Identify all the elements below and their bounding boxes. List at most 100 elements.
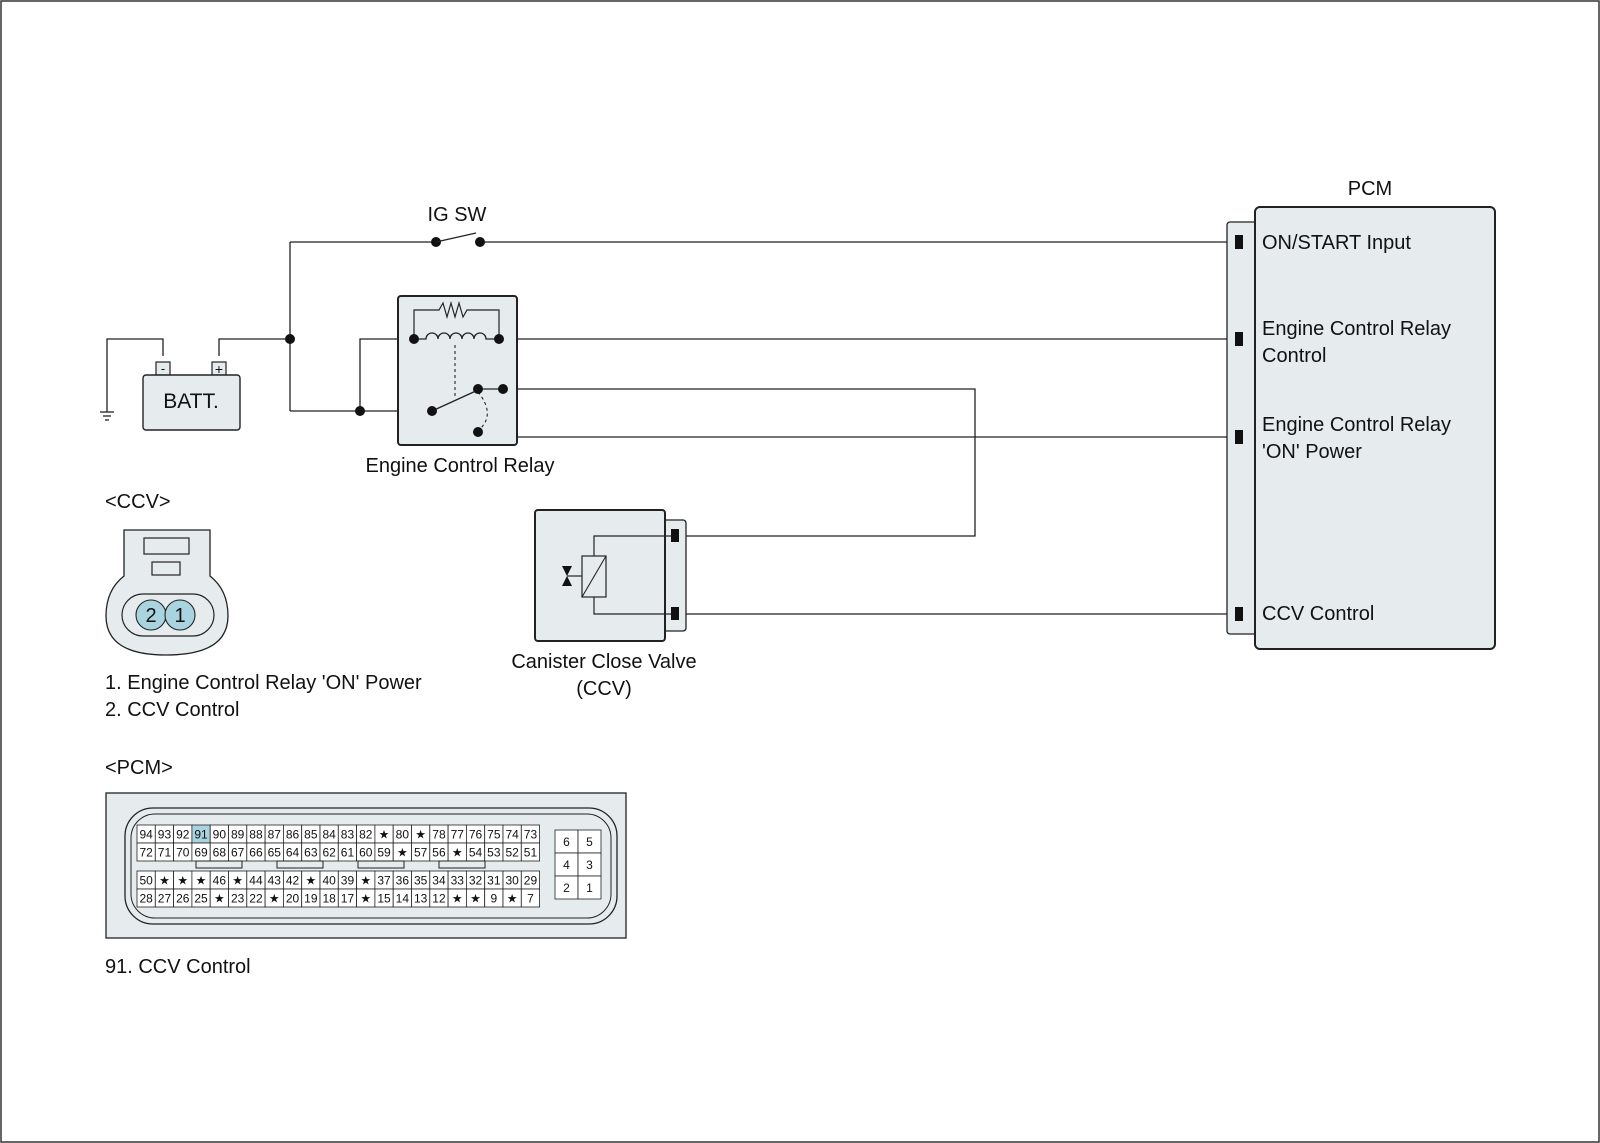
pcm-pin-label: 46	[213, 874, 227, 888]
pcm-pin-label: 18	[322, 892, 336, 906]
pcm-pin-label: 66	[249, 846, 263, 860]
valve-icon	[562, 566, 582, 586]
pcm-pin-label: 34	[432, 874, 446, 888]
ccv-connector-tab	[151, 561, 181, 576]
pcm-pin-label: 13	[414, 892, 428, 906]
pcm-pin-label: ★	[269, 892, 280, 906]
pcm-pin-label: ★	[214, 892, 225, 906]
battery-minus-label: -	[161, 361, 165, 376]
pcm-pin-label: 88	[249, 828, 263, 842]
pcm-label-ccv-control: CCV Control	[1262, 603, 1374, 625]
ccv-label-line2: (CCV)	[576, 678, 632, 700]
pcm-pin-label: 74	[505, 828, 519, 842]
pcm-pin-label: 91	[194, 828, 208, 842]
pcm-label-relay-on-power-2: 'ON' Power	[1262, 441, 1362, 463]
pcm-pin-label: 68	[213, 846, 227, 860]
pcm-pin-label: 7	[527, 892, 534, 906]
junction-dots	[285, 334, 365, 416]
pcm-pin-label: 90	[213, 828, 227, 842]
pcm-key-slot	[438, 860, 486, 869]
pcm-pin-label: ★	[507, 892, 518, 906]
pcm-small-pin-label: 3	[586, 858, 593, 872]
pcm-pin-label: 53	[487, 846, 501, 860]
battery-body	[142, 374, 241, 431]
pcm-pin-label: ★	[379, 828, 390, 842]
pcm-pin-label: 76	[469, 828, 483, 842]
pcm-pin-label: 14	[396, 892, 410, 906]
pcm-pin-label: 50	[139, 874, 153, 888]
pcm-pin-label: 82	[359, 828, 373, 842]
pcm-pin-label: 65	[268, 846, 282, 860]
pcm-pin-label: 44	[249, 874, 263, 888]
pcm-pin-label: ★	[397, 846, 408, 860]
pcm-pin-label: 51	[524, 846, 538, 860]
pcm-pin-label: 84	[322, 828, 336, 842]
pcm-pin-label: 12	[432, 892, 446, 906]
pcm-box	[1254, 206, 1496, 650]
pcm-pin-label: 32	[469, 874, 483, 888]
ccv-pin-1-label: 1	[174, 605, 185, 627]
pcm-key-slot	[195, 860, 243, 869]
pcm-pin-label: 86	[286, 828, 300, 842]
pcm-pin-label: 59	[377, 846, 391, 860]
pcm-pin-label: ★	[452, 892, 463, 906]
canister-close-valve: Canister Close Valve (CCV)	[511, 509, 697, 700]
pcm-pin-label: 61	[341, 846, 355, 860]
ccv-connector-latch	[143, 537, 190, 555]
pcm-pin-label: 35	[414, 874, 428, 888]
relay-output-ccv-wire	[503, 388, 976, 537]
battery-positive-wire	[218, 338, 290, 356]
ccv-terminal-2	[671, 607, 679, 620]
pcm-pin-label: 28	[139, 892, 153, 906]
battery-plus-label: +	[215, 361, 223, 377]
pcm-pin-label: 75	[487, 828, 501, 842]
pcm-pin-label: 60	[359, 846, 373, 860]
pcm-connector-title: <PCM>	[105, 757, 173, 779]
pcm-connector-inner-shroud	[130, 813, 612, 919]
pcm-pin-label: 57	[414, 846, 428, 860]
relay-resistor-icon	[413, 300, 500, 339]
pcm-pin-label: 87	[268, 828, 282, 842]
ig-switch: IG SW	[428, 204, 487, 247]
relay-label: Engine Control Relay	[366, 455, 555, 477]
pcm-pin-label: 69	[194, 846, 208, 860]
pcm-pin-label: 36	[396, 874, 410, 888]
pcm-pin-label: 70	[176, 846, 190, 860]
pcm-pin-label: ★	[452, 846, 463, 860]
pcm-pin-label: 64	[286, 846, 300, 860]
pcm-pin-label: 71	[158, 846, 172, 860]
ccv-pin-2-label: 2	[145, 605, 156, 627]
pcm-pin-label: 85	[304, 828, 318, 842]
pcm-pin-cell	[520, 842, 540, 862]
pcm-pin-label: 63	[304, 846, 318, 860]
engine-control-relay: Engine Control Relay	[366, 295, 555, 477]
pcm-pin-label: 78	[432, 828, 446, 842]
pcm-pin-label: ★	[470, 892, 481, 906]
pcm-label-relay-control-2: Control	[1262, 345, 1326, 367]
pcm-pin-label: 17	[341, 892, 355, 906]
relay-coil-icon	[414, 332, 499, 340]
pcm-pin-label: 40	[322, 874, 336, 888]
ground-wire	[106, 338, 164, 412]
pcm-pin-label: 33	[451, 874, 465, 888]
pcm-connector-legend: 91. CCV Control	[105, 956, 251, 978]
pcm-pin-label: ★	[196, 874, 207, 888]
pcm-terminal-relay-control	[1235, 332, 1243, 346]
pcm-key-slot	[357, 860, 405, 869]
pcm-pin-label: ★	[159, 874, 170, 888]
pcm-small-pin-label: 5	[586, 835, 593, 849]
pcm-pin-label: 83	[341, 828, 355, 842]
pcm-pin-label: 94	[139, 828, 153, 842]
pcm-label-on-start: ON/START Input	[1262, 232, 1411, 254]
battery: - + BATT.	[142, 361, 241, 431]
pcm: PCM ON/START Input Engine Control Relay …	[1226, 178, 1496, 650]
wires	[106, 241, 1235, 615]
pcm-pin-label: 22	[249, 892, 263, 906]
pcm-pin-label: 37	[377, 874, 391, 888]
pcm-pin-cell	[520, 888, 540, 908]
pcm-pin-label: 15	[377, 892, 391, 906]
pcm-pin-label: 56	[432, 846, 446, 860]
